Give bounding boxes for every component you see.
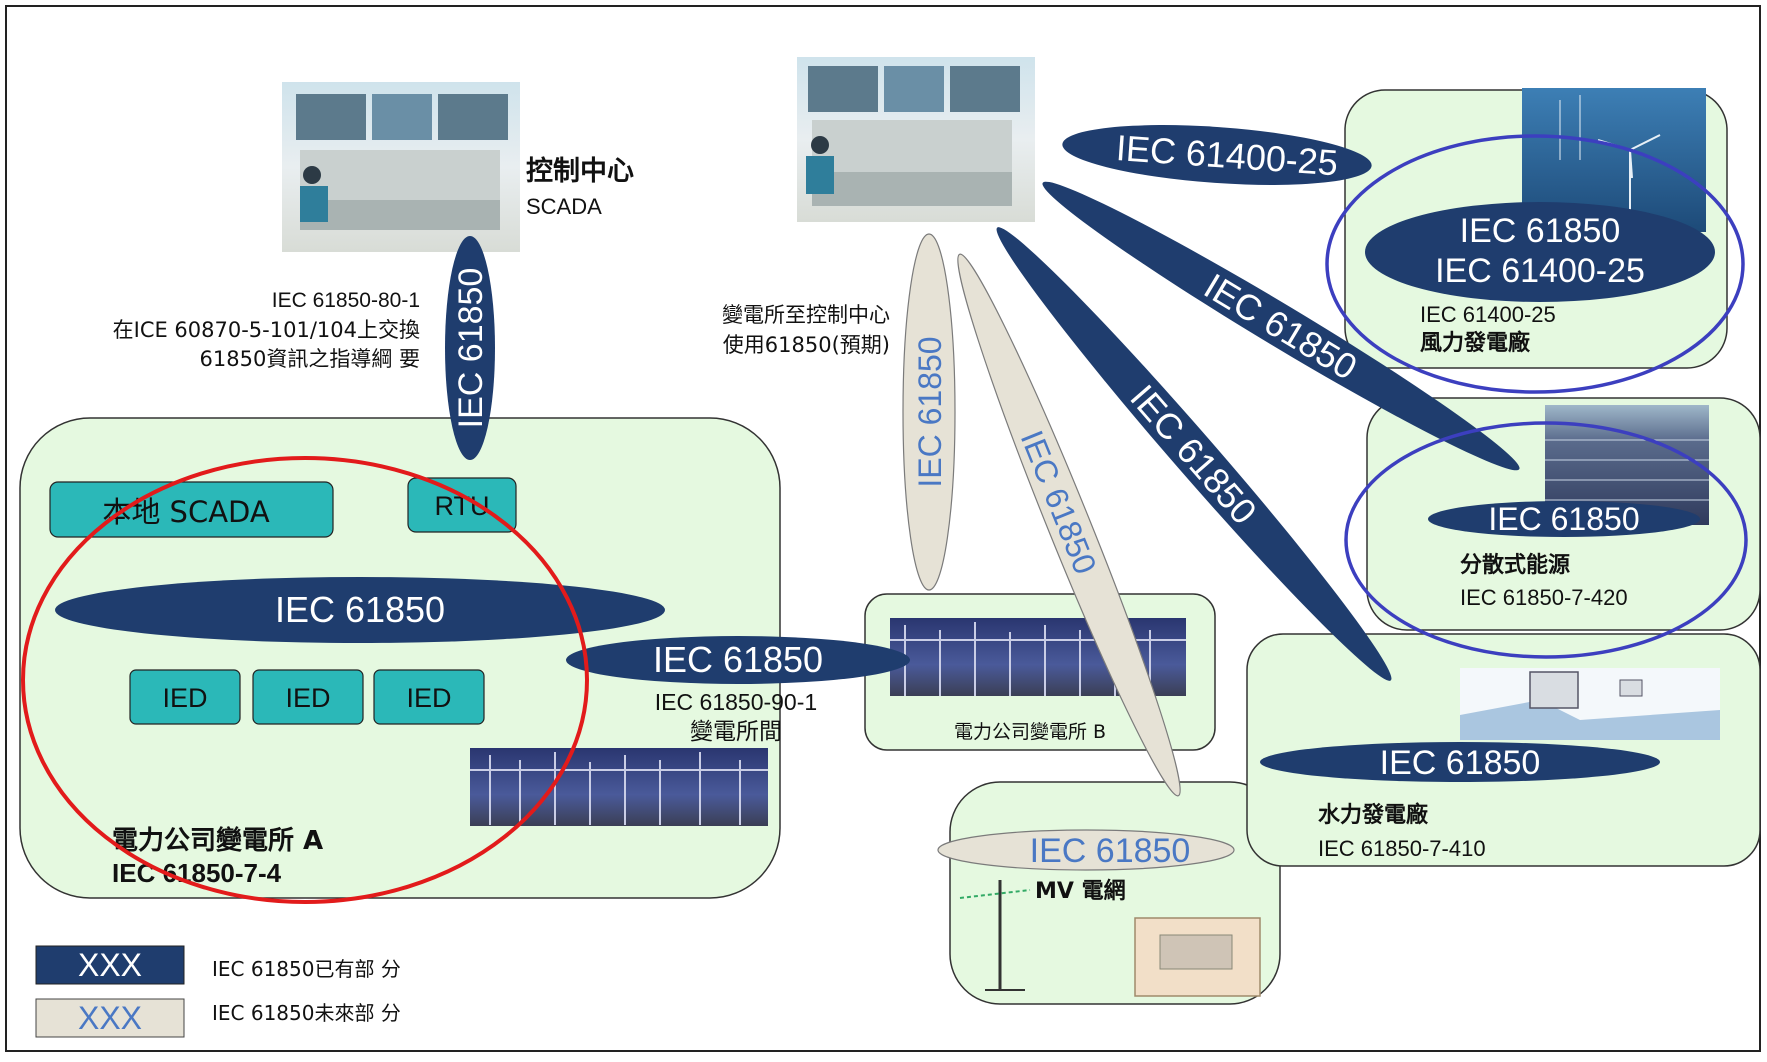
ied-label-2: IED bbox=[285, 683, 330, 713]
der-name: 分散式能源 bbox=[1460, 552, 1570, 578]
wind-std: IEC 61400-25 bbox=[1420, 302, 1556, 327]
note-center-line1: 變電所至控制中心 bbox=[722, 303, 890, 327]
substation-a-bus bbox=[55, 577, 665, 643]
legend-existing-label: IEC 61850已有部 分 bbox=[212, 957, 401, 981]
der-bus bbox=[1428, 501, 1700, 537]
local-scada-box bbox=[49, 481, 334, 538]
control-center-subtitle: SCADA bbox=[526, 194, 602, 219]
wind-bus bbox=[1365, 202, 1715, 302]
wind-bus-label-2: IEC 61400-25 bbox=[1435, 252, 1645, 290]
substation-a-name: 電力公司變電所 A bbox=[112, 825, 323, 856]
note-80-1-line1: IEC 61850-80-1 bbox=[272, 289, 420, 312]
mv-cabinet-sketch bbox=[1134, 917, 1261, 997]
legend-future-sample: XXX bbox=[78, 1000, 142, 1036]
ied-label-3: IED bbox=[406, 683, 451, 713]
hydro-bus-label: IEC 61850 bbox=[1380, 744, 1541, 782]
mv-pole-sketch bbox=[959, 880, 1031, 991]
note-80-1-line3: 61850資訊之指導綱 要 bbox=[200, 347, 420, 371]
link-future-b-label: IEC 61850 bbox=[912, 336, 948, 487]
wind-bus-label-1: IEC 61850 bbox=[1460, 212, 1621, 250]
interstation-name: 變電所間 bbox=[690, 719, 782, 745]
legend-existing-sample: XXX bbox=[78, 947, 142, 983]
legend-existing-swatch bbox=[35, 945, 185, 985]
note-center-line2: 使用61850(預期) bbox=[723, 333, 890, 357]
ied-label-1: IED bbox=[162, 683, 207, 713]
control-room-photo-center bbox=[797, 57, 1035, 222]
substation-a-bus-label: IEC 61850 bbox=[275, 589, 445, 630]
rtu-box bbox=[407, 477, 517, 533]
interstation-std: IEC 61850-90-1 bbox=[655, 689, 817, 715]
wind-name: 風力發電廠 bbox=[1420, 330, 1531, 356]
ied-box-3 bbox=[373, 669, 485, 725]
link-vertical-label: IEC 61850 bbox=[452, 268, 490, 429]
legend-future-swatch bbox=[35, 998, 185, 1038]
hydro-name: 水力發電廠 bbox=[1318, 802, 1429, 828]
der-std: IEC 61850-7-420 bbox=[1460, 585, 1628, 610]
mv-grid-bus-label: IEC 61850 bbox=[1030, 832, 1191, 870]
interstation-bus bbox=[566, 636, 910, 684]
substation-a-photo bbox=[470, 748, 768, 826]
control-room-photo-left bbox=[282, 82, 520, 252]
mv-grid-bus bbox=[937, 829, 1235, 871]
link-vertical: IEC 61850 bbox=[445, 236, 495, 460]
control-center-title: 控制中心 bbox=[526, 156, 634, 187]
local-scada-label: 本地 SCADA bbox=[102, 495, 270, 529]
substation-b-name: 電力公司變電所 B bbox=[954, 721, 1106, 743]
hydro-bus bbox=[1260, 742, 1660, 782]
legend-future-label: IEC 61850未來部 分 bbox=[212, 1001, 401, 1025]
ied-box-2 bbox=[252, 669, 364, 725]
wind-blue-circle bbox=[1325, 134, 1745, 394]
red-highlight-circle bbox=[21, 456, 589, 904]
der-blue-circle bbox=[1344, 421, 1748, 659]
mv-grid-name: MV 電網 bbox=[1035, 878, 1126, 904]
link-future-b: IEC 61850 bbox=[902, 233, 956, 591]
der-bus-label: IEC 61850 bbox=[1488, 501, 1639, 537]
hydro-std: IEC 61850-7-410 bbox=[1318, 836, 1486, 861]
hydro-sketch bbox=[1460, 668, 1720, 740]
note-80-1-line2: 在ICE 60870-5-101/104上交換 bbox=[113, 318, 420, 342]
interstation-bus-label: IEC 61850 bbox=[653, 639, 823, 680]
ied-box-1 bbox=[129, 669, 241, 725]
